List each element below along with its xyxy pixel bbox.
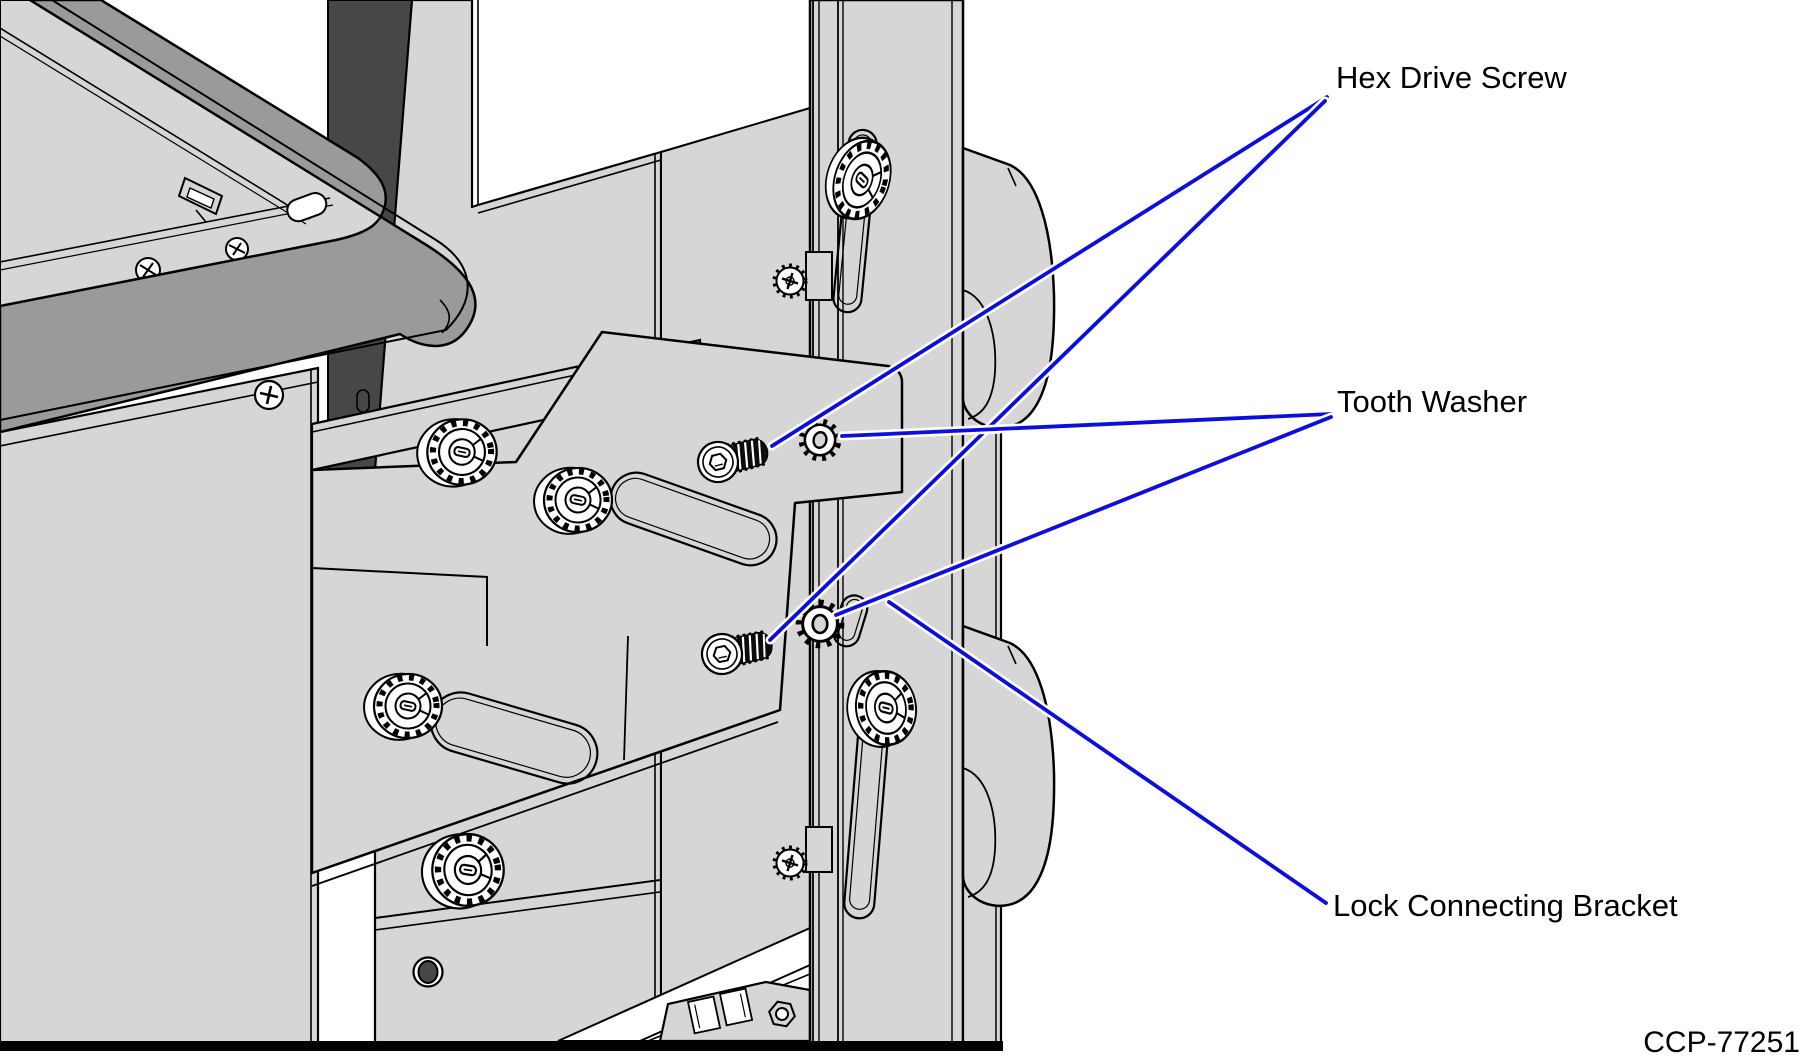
leader-tooth-washer-lower <box>831 412 1336 620</box>
figure-code: CCP-77251 <box>1643 1026 1800 1057</box>
cover-assembly <box>0 0 477 434</box>
strip-end <box>286 192 328 223</box>
hex-nut <box>768 1000 796 1028</box>
label-hex-drive-screw: Hex Drive Screw <box>1336 60 1567 95</box>
label-lock-connecting-bracket: Lock Connecting Bracket <box>1333 888 1678 923</box>
frame-notch-upper <box>805 251 833 301</box>
rack-frame-column <box>805 0 1056 1047</box>
leader-tooth-washer-upper <box>837 409 1336 441</box>
printer-side-panel <box>0 366 320 1047</box>
clip <box>177 176 224 223</box>
frame-hook-upper <box>961 146 1056 430</box>
figure-bottom-edge <box>0 1041 1003 1051</box>
leader-hex-screw-upper <box>767 92 1332 451</box>
label-tooth-washer: Tooth Washer <box>1337 384 1527 419</box>
vent-hole <box>412 956 444 988</box>
leader-lock-bracket <box>884 597 1331 908</box>
phillips-screw-side-panel <box>253 379 285 411</box>
frame-notch-lower <box>805 826 833 873</box>
frame-hook-lower <box>961 624 1056 908</box>
leader-hex-screw-lower <box>765 96 1330 645</box>
cover-bezel <box>0 0 477 434</box>
bracket-slot-upper <box>609 471 778 567</box>
leader-lines <box>765 92 1336 908</box>
